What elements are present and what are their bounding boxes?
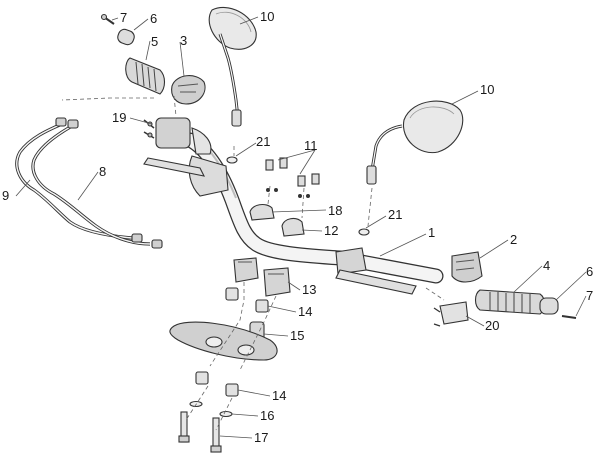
callout-9: 9	[2, 188, 9, 203]
upper-clamp-right	[281, 217, 305, 237]
callout-17: 17	[254, 430, 268, 445]
callout-6-right: 6	[586, 264, 593, 279]
upper-clamp-left	[249, 203, 275, 221]
callout-16: 16	[260, 408, 274, 423]
callout-3: 3	[180, 33, 187, 48]
right-grip-screw	[561, 315, 577, 319]
left-grip	[125, 57, 166, 95]
callout-5: 5	[151, 34, 158, 49]
callout-18: 18	[328, 203, 342, 218]
callout-11: 11	[304, 138, 318, 153]
callout-14-upper: 14	[298, 304, 312, 319]
callout-10-right: 10	[480, 82, 494, 97]
callout-14-lower: 14	[272, 388, 286, 403]
callout-10-left: 10	[260, 9, 274, 24]
callout-8: 8	[99, 164, 106, 179]
lower-spacers	[195, 371, 239, 397]
right-switch-housing	[451, 251, 483, 283]
callout-20: 20	[485, 318, 499, 333]
callout-7-right: 7	[586, 288, 593, 303]
callout-7: 7	[120, 10, 127, 25]
assembly-lines	[61, 95, 445, 431]
triple-clamp	[169, 321, 278, 361]
left-switch-housing	[171, 75, 206, 105]
left-brake-lever-assembly	[143, 117, 229, 197]
callout-4: 4	[543, 258, 550, 273]
left-bar-end-weight	[117, 28, 135, 46]
switch-cover	[433, 301, 469, 327]
callout-labels: 7 6 5 3 10 10 19 21 11 8 9 18 21 1 12 2 …	[2, 9, 593, 445]
spacer-upper-right	[255, 299, 269, 313]
callout-21-left: 21	[256, 134, 270, 149]
left-mirror	[208, 6, 257, 127]
leader-lines	[15, 16, 587, 439]
right-mirror	[366, 100, 464, 185]
callout-2: 2	[510, 232, 517, 247]
callout-13: 13	[302, 282, 316, 297]
right-grip	[474, 289, 546, 315]
callout-12: 12	[324, 223, 338, 238]
handlebar	[182, 132, 444, 284]
riser-screws	[265, 157, 320, 198]
spacer-upper-left	[225, 287, 239, 301]
throttle-cables	[15, 117, 163, 249]
riser-left	[233, 257, 259, 283]
right-bar-end-weight	[539, 297, 559, 315]
clip-right	[358, 228, 370, 236]
riser-right	[263, 267, 291, 297]
callout-21-right: 21	[388, 207, 402, 222]
callout-6: 6	[150, 11, 157, 26]
clip-left	[226, 156, 238, 164]
right-lever-assembly	[335, 247, 417, 295]
callout-19: 19	[112, 110, 126, 125]
callout-15: 15	[290, 328, 304, 343]
left-grip-screw	[100, 13, 115, 25]
callout-1: 1	[428, 225, 435, 240]
long-bolts	[178, 411, 222, 453]
